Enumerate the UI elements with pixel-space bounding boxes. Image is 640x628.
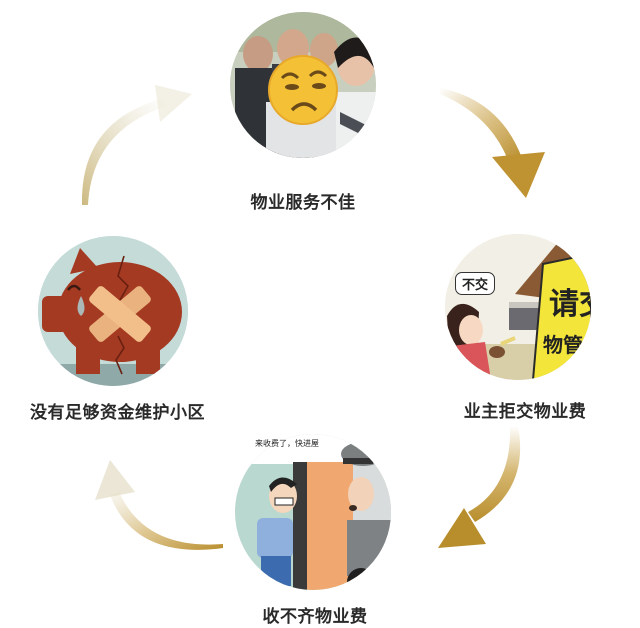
node-bottom: 来收费了，快进屋 收不齐物业费 [225, 430, 405, 628]
node-label-top: 物业服务不佳 [250, 193, 356, 213]
illustration-broken-piggy-bank [38, 236, 188, 386]
node-label-bottom: 收不齐物业费 [262, 607, 368, 627]
illustration-fee-collector [235, 434, 391, 590]
speech-bubble-collector-text: 来收费了，快进屋 [255, 439, 319, 448]
illustration-refuse-to-pay: 请交 物管 [445, 234, 591, 380]
arrow-top-to-right [440, 88, 545, 198]
arrow-bottom-to-left [95, 460, 223, 550]
node-left: 没有足够资金维护小区 [5, 228, 230, 428]
node-label-left: 没有足够资金维护小区 [30, 403, 205, 423]
node-label-right: 业主拒交物业费 [463, 402, 587, 422]
illustration-staff-photo [230, 12, 376, 158]
speech-bubble-collector: 来收费了，快进屋 [255, 438, 319, 449]
speech-bubble-refuse: 不交 [455, 272, 496, 295]
node-right: 请交 物管 不交 业主拒交物业费 [425, 228, 625, 428]
sign-text-line1: 请交 [549, 287, 591, 322]
node-top: 物业服务不佳 [228, 12, 378, 213]
arrow-left-to-top [81, 85, 192, 205]
arrow-right-to-bottom [438, 426, 521, 548]
sign-text-line2: 物管 [543, 333, 583, 357]
speech-bubble-refuse-text: 不交 [462, 278, 489, 293]
